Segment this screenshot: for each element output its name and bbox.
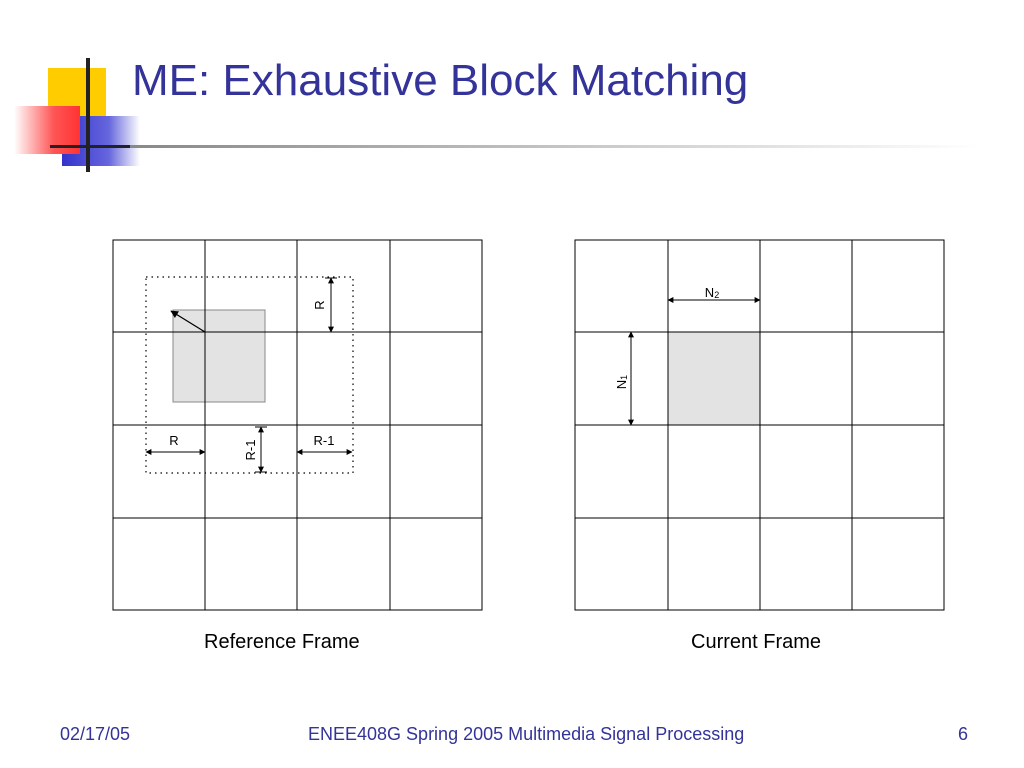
slide-title: ME: Exhaustive Block Matching	[132, 56, 749, 105]
current-frame: N2 N1	[574, 239, 945, 611]
current-frame-caption: Current Frame	[691, 631, 822, 653]
search-window	[145, 276, 354, 474]
footer-date: 02/17/05	[60, 724, 131, 744]
footer-page-number: 6	[958, 724, 969, 744]
footer-course: ENEE408G Spring 2005 Multimedia Signal P…	[308, 724, 745, 744]
left-r-label: R	[169, 433, 178, 448]
n2-label-main: N	[705, 285, 714, 300]
motion-vector-arrow	[170, 310, 206, 333]
logo-horizontal-bar	[50, 145, 130, 148]
n2-label: N2	[705, 285, 719, 300]
top-r-label: R	[312, 300, 327, 309]
mid-r1-label: R-1	[243, 440, 258, 461]
title-underline	[130, 145, 980, 148]
right-r1-label: R-1	[314, 433, 335, 448]
slide-logo	[14, 58, 980, 172]
logo-vertical-bar	[86, 58, 90, 172]
reference-frame: R R R-1 R-1	[112, 239, 483, 611]
n1-label-sub: 1	[619, 375, 629, 380]
n1-label: N1	[614, 375, 629, 389]
n1-label-main: N	[614, 380, 629, 389]
reference-block	[172, 309, 266, 403]
reference-grid	[113, 240, 482, 610]
reference-frame-caption: Reference Frame	[204, 631, 360, 653]
n2-label-sub: 2	[714, 290, 719, 300]
current-block	[668, 332, 760, 425]
